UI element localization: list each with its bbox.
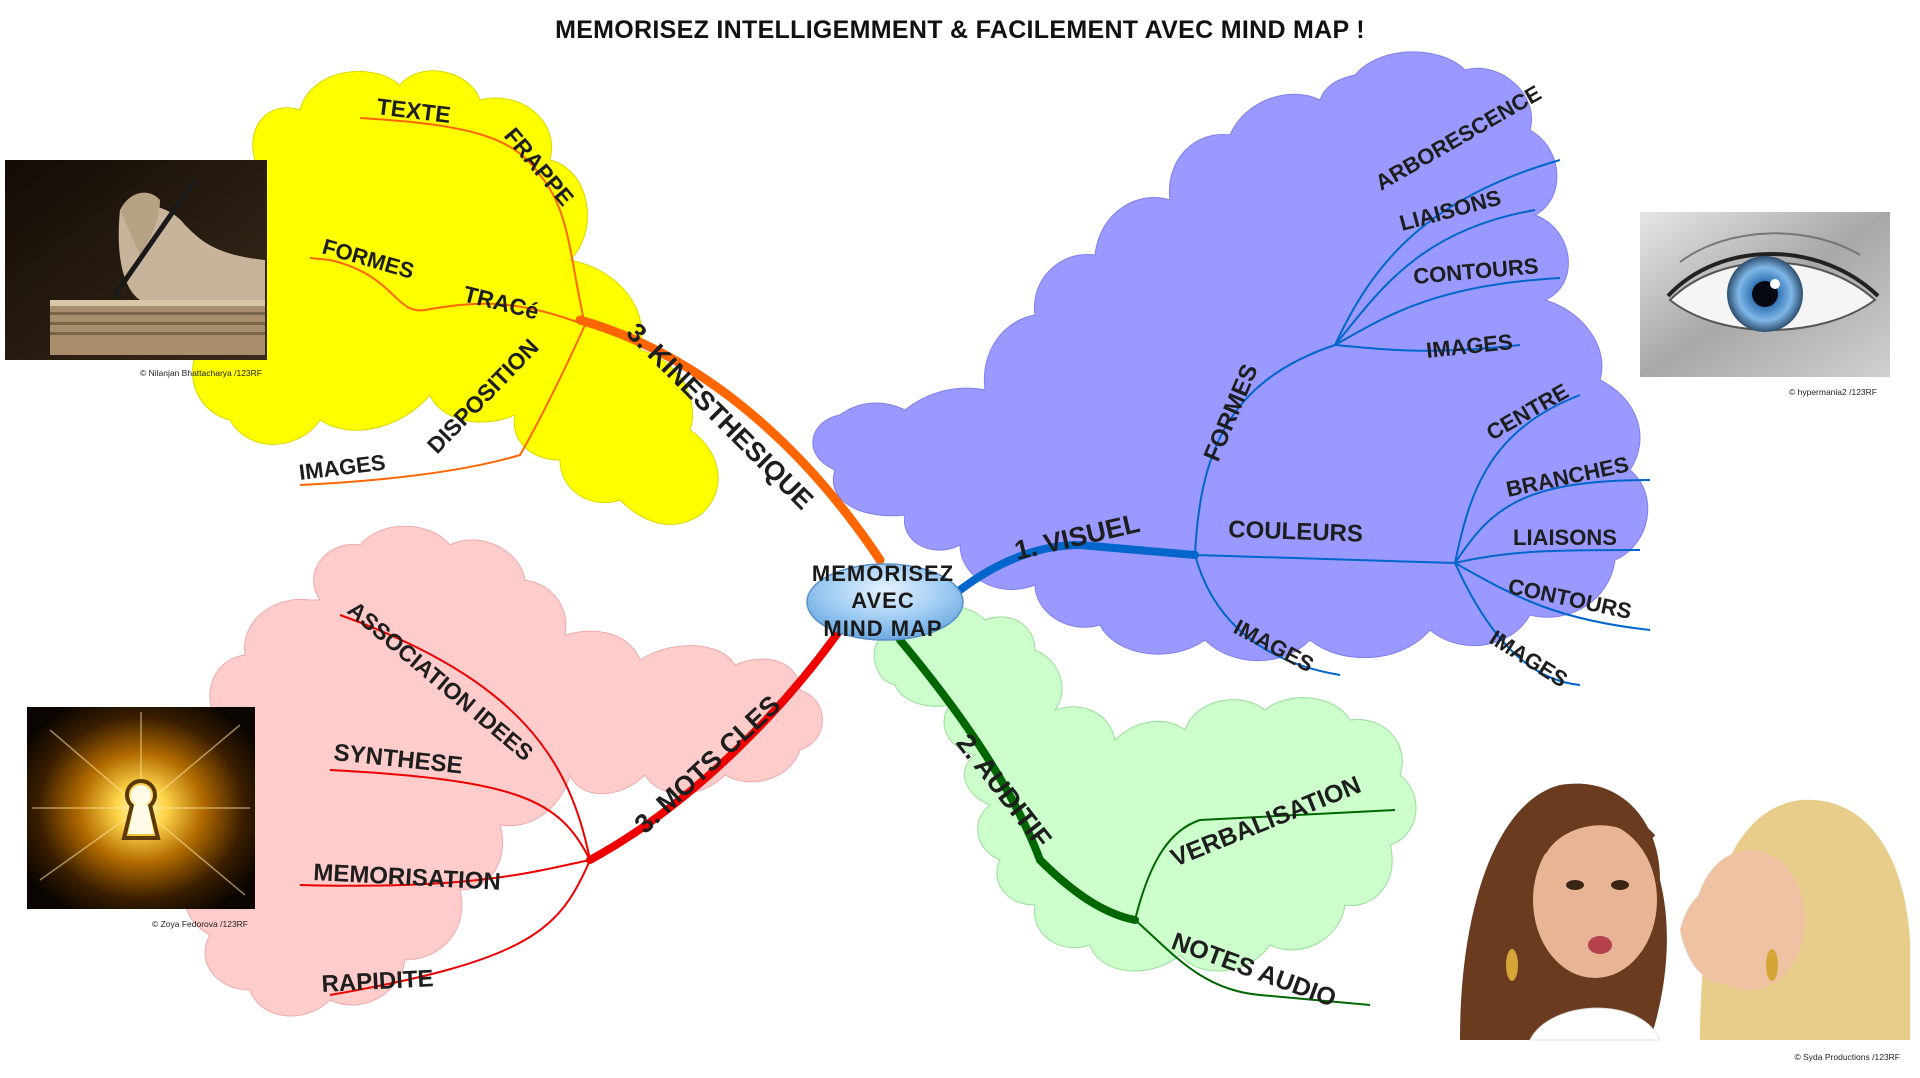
eye-photo [1640, 212, 1890, 377]
item-liaisons-couleurs-label[interactable]: LIAISONS [1513, 525, 1617, 550]
branch-visuel-line [956, 540, 1199, 594]
credit-keyhole: © Zoya Fedorova /123RF [152, 919, 248, 929]
mots-cles-subbranches [299, 614, 591, 996]
center-line-1: MEMORISEZ [812, 561, 954, 586]
keyhole-light-photo [27, 707, 255, 909]
branch-mots-cles-line [586, 626, 844, 864]
branch-auditif-line [896, 636, 1139, 924]
center-line-3: MIND MAP [823, 616, 942, 641]
auditif-subbranches [1134, 809, 1396, 1006]
credit-writing: © Nilanjan Bhattacharya /123RF [140, 368, 262, 378]
center-node[interactable] [806, 563, 964, 641]
center-line-2: AVEC [851, 588, 915, 613]
item-images-couleurs-label[interactable]: IMAGES [1485, 625, 1572, 692]
cloud-auditif [873, 605, 1417, 972]
kinesthesique-subbranches [299, 117, 586, 486]
women-whispering-photo [1455, 780, 1913, 1042]
cloud-kinesthesique [191, 70, 719, 525]
credit-whisper: © Syda Productions /123RF [1795, 1052, 1900, 1062]
hand-writing-photo [5, 160, 267, 360]
page-title: MEMORISEZ INTELLIGEMMENT & FACILEMENT AV… [555, 16, 1365, 44]
credit-eye: © hypermania2 /123RF [1789, 387, 1877, 397]
item-rapidite-label[interactable]: RAPIDITE [321, 965, 434, 998]
cloud-mots-cles [181, 525, 823, 1017]
branch-kinesthesique-line [575, 315, 885, 565]
visuel-subbranches [1194, 159, 1651, 686]
sub-couleurs-label[interactable]: COULEURS [1228, 516, 1364, 548]
cloud-visuel [812, 51, 1649, 662]
